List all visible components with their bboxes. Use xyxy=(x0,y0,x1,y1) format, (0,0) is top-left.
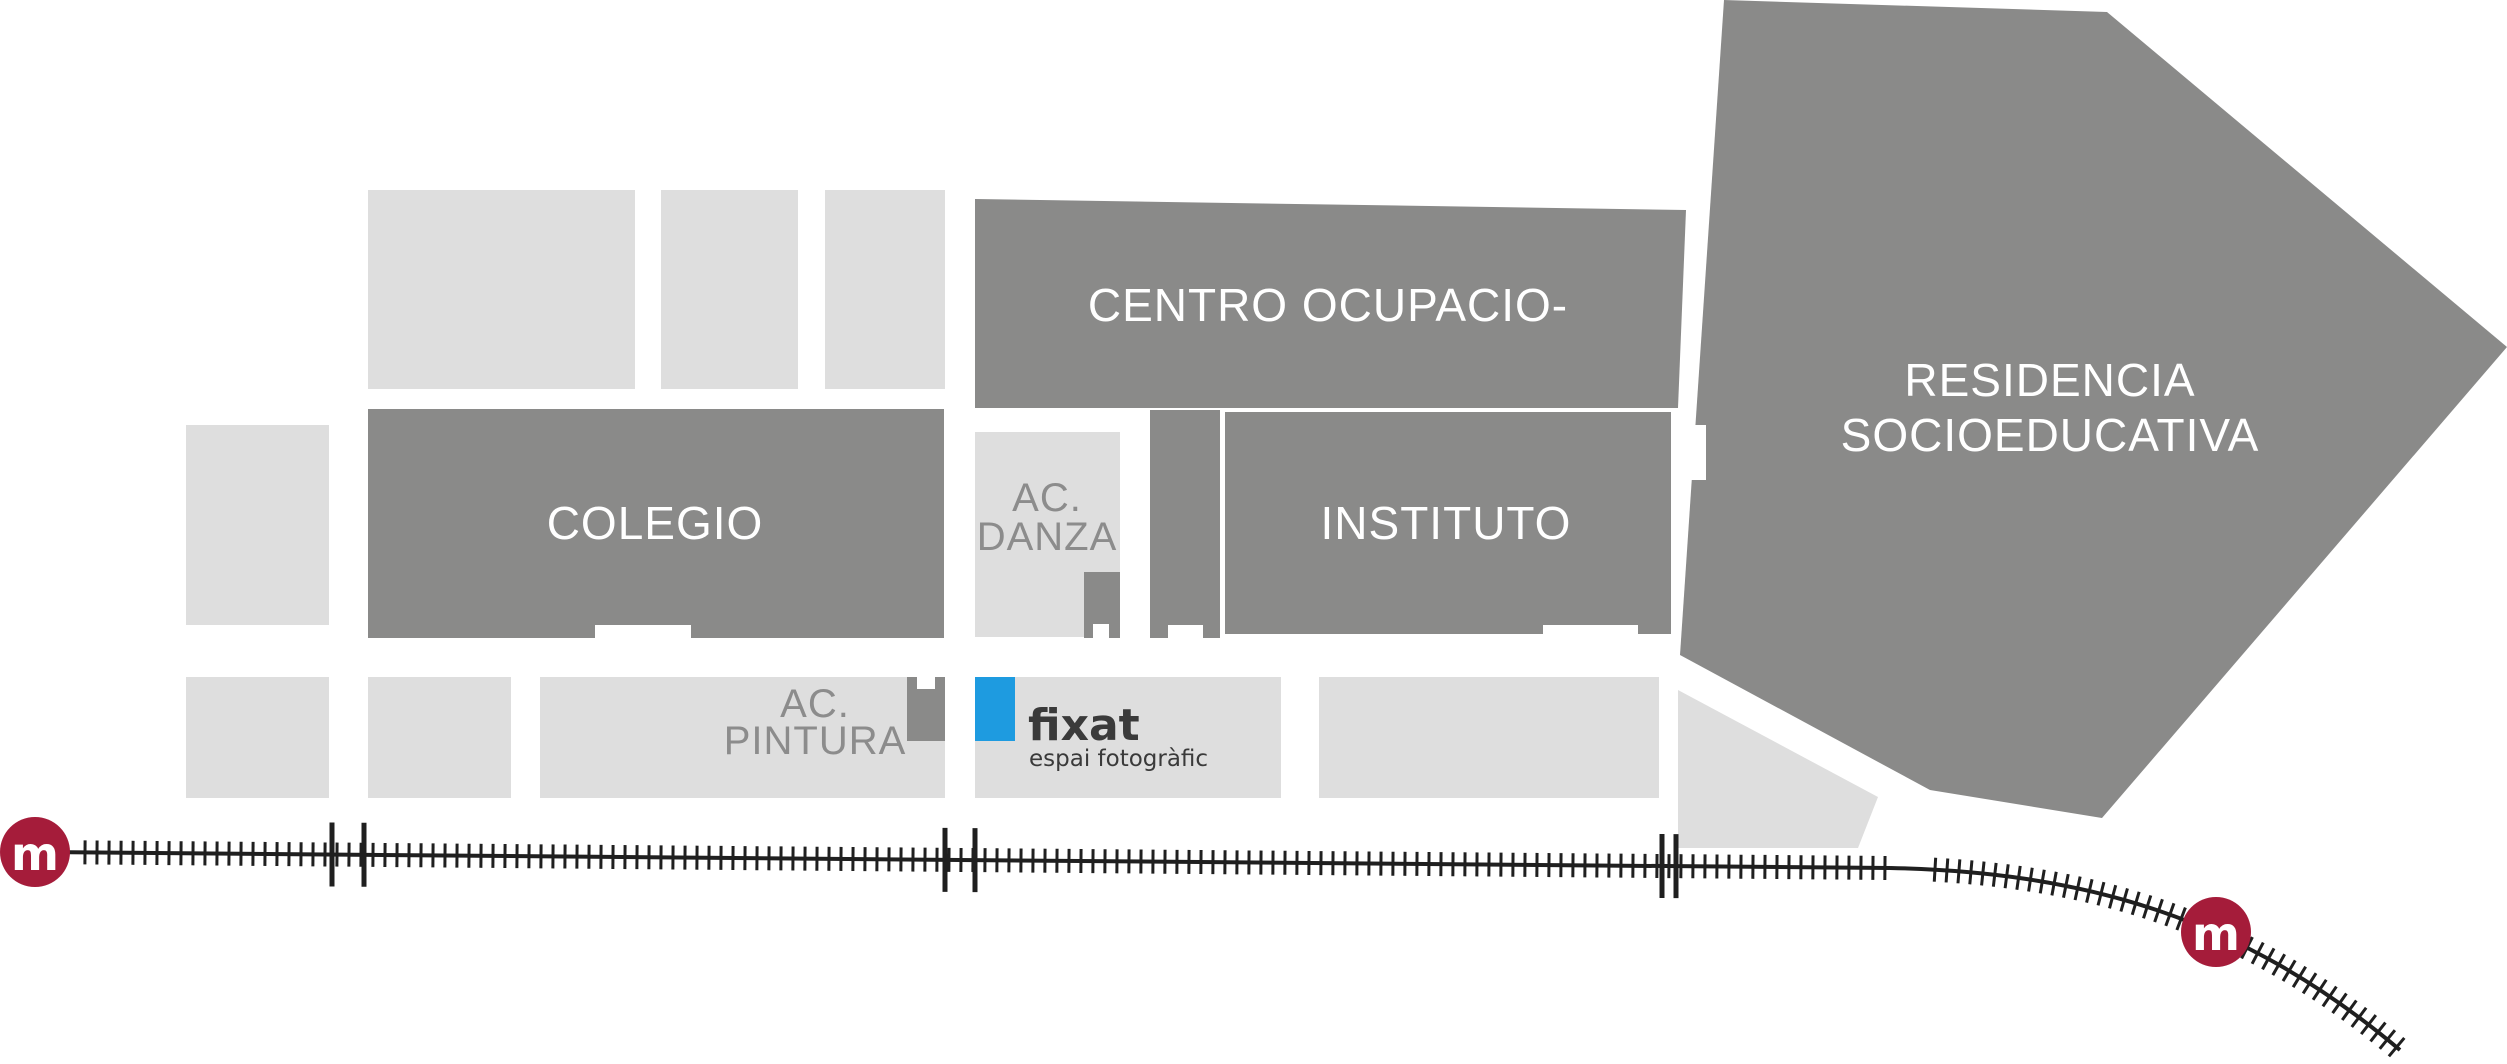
railway-tie xyxy=(2164,902,2176,927)
railway-tie xyxy=(2096,881,2106,906)
pintura-annex-door xyxy=(917,677,935,689)
railway-tie xyxy=(2062,873,2070,898)
railway-tie xyxy=(2073,876,2082,901)
block-top-3 xyxy=(825,190,945,389)
label-pintura-2: PINTURA xyxy=(724,719,907,763)
railway-tie xyxy=(2271,953,2286,976)
railway-tie xyxy=(2350,1006,2368,1028)
fixat-logo: fixat xyxy=(1028,700,1140,751)
metro-label-left: m xyxy=(11,827,59,881)
label-instituto: INSTITUTO xyxy=(1321,497,1572,549)
railway-line xyxy=(39,822,2406,1058)
railway-tie xyxy=(2321,985,2338,1008)
label-colegio: COLEGIO xyxy=(547,497,764,549)
railway-tie xyxy=(2369,1021,2387,1043)
block-bottom-2 xyxy=(368,677,511,798)
danza-annex-door xyxy=(1093,624,1109,638)
railway-tie xyxy=(2015,865,2022,890)
building-colegio xyxy=(368,409,944,638)
block-triangle xyxy=(1678,690,1878,848)
railway-tie xyxy=(2130,891,2141,916)
block-bottom-1 xyxy=(186,677,329,798)
block-top-2 xyxy=(661,190,798,389)
block-left-mid xyxy=(186,425,329,625)
metro-label-right: m xyxy=(2192,907,2240,961)
railway-tie xyxy=(1944,858,1950,883)
railway-tie xyxy=(2003,864,2010,889)
railway-tie xyxy=(2360,1014,2378,1036)
railway-tie xyxy=(2050,871,2058,896)
railway-tie xyxy=(1980,861,1986,886)
fixat-location-marker xyxy=(975,677,1015,741)
block-fixat xyxy=(975,677,1281,798)
block-pintura xyxy=(540,677,945,798)
railway-tie xyxy=(1932,857,1938,882)
railway-tie xyxy=(2085,878,2094,903)
building-centro xyxy=(975,199,1686,408)
railway-tie xyxy=(2119,887,2129,912)
metro-icon-right[interactable] xyxy=(2181,897,2251,967)
block-top-1 xyxy=(368,190,635,389)
railway-ties xyxy=(83,840,2406,1058)
railway-tie xyxy=(2142,895,2153,919)
label-centro: CENTRO OCUPACIO- xyxy=(1088,279,1568,331)
railway-tie xyxy=(2250,941,2265,965)
residencia-connector xyxy=(1688,425,1706,480)
corridor-entrance xyxy=(1168,625,1203,639)
railway-tie xyxy=(2331,992,2348,1014)
railway-tie xyxy=(2153,898,2164,923)
railway-tie xyxy=(2108,884,2118,909)
railway-tie xyxy=(2311,978,2328,1001)
building-instituto xyxy=(1225,412,1671,634)
railway-tie xyxy=(1991,862,1998,887)
railway-tie xyxy=(2261,947,2276,971)
instituto-entrance xyxy=(1543,625,1638,639)
railway-tie xyxy=(2175,907,2187,931)
fixat-tagline: espai fotogràfic xyxy=(1029,746,1208,772)
label-pintura-1: AC. xyxy=(780,682,850,726)
railway-track xyxy=(39,850,1891,870)
label-residencia-1: RESIDENCIA xyxy=(1904,354,2195,406)
railway-tie xyxy=(2301,972,2318,995)
metro-stop-left[interactable]: m xyxy=(0,817,70,887)
railway-tie xyxy=(2291,965,2307,988)
railway-tie xyxy=(2281,959,2297,982)
label-danza-1: AC. xyxy=(1012,476,1082,520)
light-blocks xyxy=(186,190,1878,848)
label-danza-2: DANZA xyxy=(977,515,1118,559)
railway-tie xyxy=(2378,1029,2397,1050)
railway-tie xyxy=(2027,867,2034,892)
railway-tie xyxy=(2341,999,2358,1021)
colegio-entrance xyxy=(595,625,691,639)
railway-tie xyxy=(1968,860,1974,885)
building-residencia xyxy=(1680,0,2507,818)
entrance-notches xyxy=(595,425,1706,689)
railway-segment-markers xyxy=(329,822,1679,899)
railway-tie xyxy=(2038,869,2046,894)
building-corridor xyxy=(1150,410,1220,638)
landmark-buildings xyxy=(368,0,2507,818)
metro-stop-right[interactable]: m xyxy=(2181,897,2251,967)
railway-tie xyxy=(2387,1036,2406,1058)
label-residencia-2: SOCIOEDUCATIVA xyxy=(1841,409,2260,461)
metro-icon-left[interactable] xyxy=(0,817,70,887)
railway-track-curve xyxy=(1889,866,2402,1052)
railway-tie xyxy=(1956,859,1962,884)
block-bottom-6 xyxy=(1319,677,1659,798)
